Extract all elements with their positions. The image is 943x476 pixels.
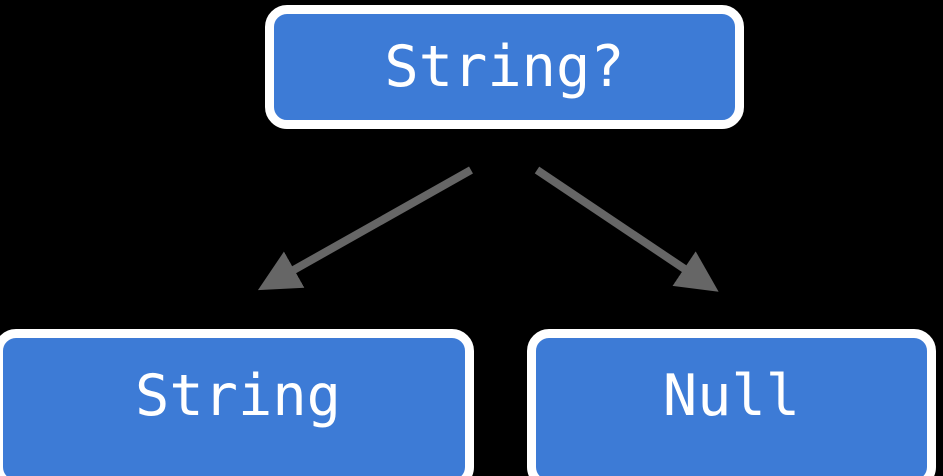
node-null[interactable]: Null: [527, 329, 936, 476]
node-string-label: String: [135, 362, 341, 429]
edge-root-to-string-line: [257, 166, 473, 291]
edge-root-to-string: [257, 166, 473, 291]
node-string-optional-label: String?: [384, 33, 625, 100]
edge-root-to-null: [534, 166, 719, 292]
node-string[interactable]: String: [0, 329, 474, 476]
node-null-label: Null: [662, 362, 801, 429]
node-string-optional[interactable]: String?: [265, 5, 744, 129]
edge-root-to-null-line: [534, 166, 719, 292]
